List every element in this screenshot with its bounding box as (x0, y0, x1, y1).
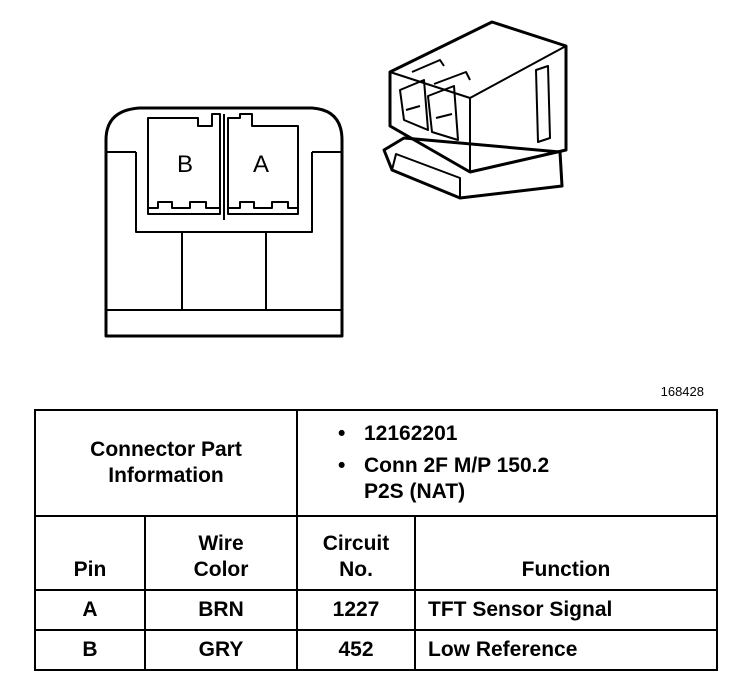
connector-flange (382, 136, 564, 200)
cell-function: Low Reference (413, 629, 719, 671)
header-row: Pin Wire Color Circuit No. Function (34, 515, 719, 591)
table-row: A BRN 1227 TFT Sensor Signal (34, 589, 719, 631)
cell-wire-color: BRN (144, 589, 298, 631)
part-info-label: Connector Part Information (34, 409, 298, 517)
cell-circuit: 452 (296, 629, 416, 671)
part-number-item: 12162201 (338, 421, 716, 447)
cell-circuit: 1227 (296, 589, 416, 631)
header-function: Function (413, 515, 719, 591)
header-pin: Pin (34, 515, 146, 591)
table-row: B GRY 452 Low Reference (34, 629, 719, 671)
connector-body-outline (104, 106, 344, 338)
connector-description-item: Conn 2F M/P 150.2 P2S (NAT) (338, 453, 716, 505)
pin-a-cavity (227, 113, 299, 215)
connector-face-view (104, 106, 344, 338)
header-circuit-no: Circuit No. (296, 515, 416, 591)
pin-b-cavity (147, 113, 221, 215)
part-info-row: Connector Part Information 12162201 Conn… (34, 409, 719, 517)
cell-pin: A (34, 589, 146, 631)
connector-cavity-outline (135, 152, 313, 233)
connector-housing (388, 20, 568, 174)
connector-isometric-view (382, 20, 568, 200)
cell-wire-color: GRY (144, 629, 298, 671)
figure-id: 168428 (660, 384, 704, 399)
connector-info-table: Connector Part Information 12162201 Conn… (34, 409, 719, 671)
header-wire-color: Wire Color (144, 515, 298, 591)
connector-diagram: B A (104, 20, 568, 338)
pin-label-a: A (253, 151, 269, 178)
pin-label-b: B (177, 151, 193, 178)
cell-function: TFT Sensor Signal (413, 589, 719, 631)
part-info-list: 12162201 Conn 2F M/P 150.2 P2S (NAT) (295, 409, 719, 517)
iso-cavity-right (427, 85, 459, 141)
iso-cavity-left (399, 79, 429, 131)
cell-pin: B (34, 629, 146, 671)
